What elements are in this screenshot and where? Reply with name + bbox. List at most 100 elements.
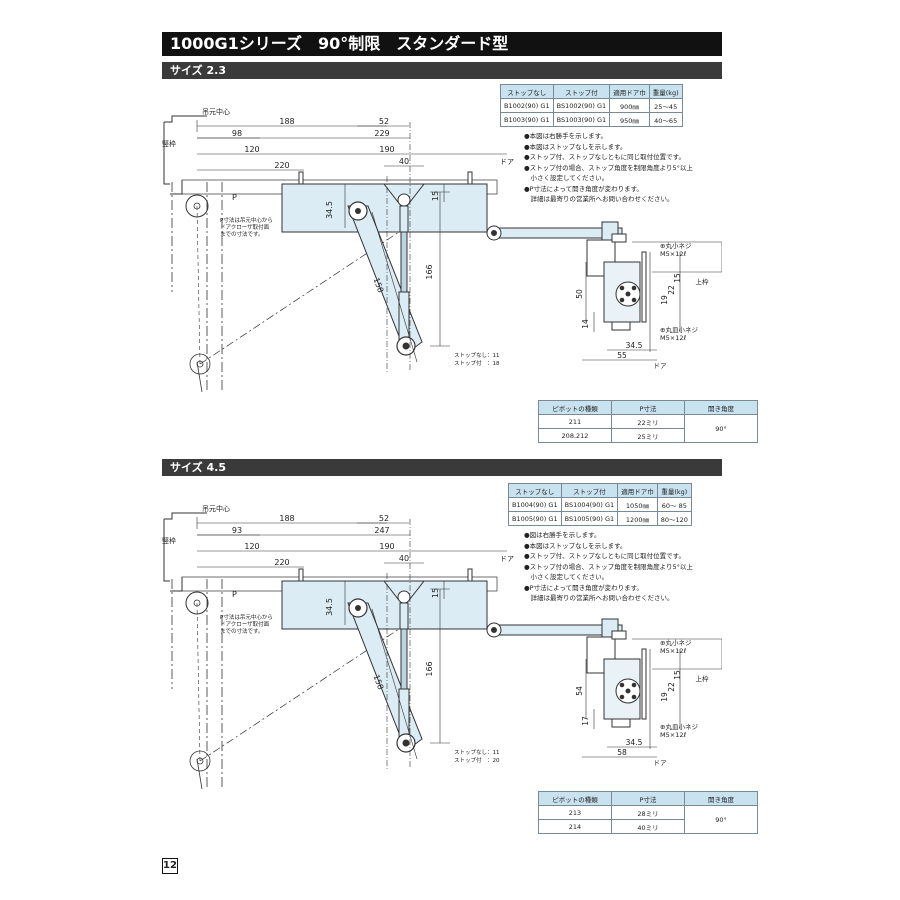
side-dim-width: 55 (617, 351, 627, 360)
open-angle-value: 90° (684, 414, 758, 443)
screw1-label-2: M5×12ℓ (660, 250, 686, 258)
col-open-angle: 開き角度 (684, 791, 758, 806)
dim-40: 40 (399, 554, 409, 563)
door-label: ドア (500, 158, 514, 166)
section-header: サイズ 2.3 (162, 62, 722, 79)
side-dim-width: 58 (617, 748, 627, 757)
col-with-stop: ストップ付 (560, 483, 619, 498)
col-no-stop: ストップなし (508, 483, 562, 498)
p-label: P (232, 193, 237, 202)
dim-52: 52 (379, 117, 389, 126)
mount-screws (298, 171, 473, 185)
p-note-3: までの寸法です。 (220, 230, 263, 238)
screw2-label-2: M5×12ℓ (660, 334, 686, 342)
dim-total: 247 (374, 526, 389, 535)
p-note-2: ドアクローザ取付面 (220, 223, 270, 231)
col-open-angle: 開き角度 (684, 400, 758, 415)
p-note-1: P寸法は吊元中心から (220, 613, 273, 621)
stop-with-label: ストップ付 ：18 (454, 359, 500, 367)
dim-52: 52 (379, 514, 389, 523)
p-note-2: ドアクローザ取付面 (220, 620, 270, 628)
p-label: P (232, 590, 237, 599)
closer-body (281, 580, 488, 630)
side-dim-34-5: 34.5 (626, 738, 643, 747)
col-p-dim: P寸法 (611, 400, 685, 415)
col-pivot-type: ピボットの種類 (538, 400, 612, 415)
dim-120: 120 (244, 145, 259, 154)
stop-none-label: ストップなし：11 (454, 352, 500, 359)
dim-total: 229 (374, 129, 389, 138)
side-dim-15: 15 (673, 273, 682, 283)
dim-offset: 93 (232, 526, 242, 535)
side-dim-22: 22 (667, 682, 676, 692)
col-weight: 重量(kg) (648, 84, 683, 99)
side-dim-19: 19 (660, 692, 669, 702)
dim-190: 190 (379, 542, 394, 551)
col-door-width: 適用ドア巾 (617, 483, 658, 498)
stop-with-label: ストップ付 ：20 (454, 756, 500, 764)
side-dim-22: 22 (667, 285, 676, 295)
hinge-center-label: 吊元中心 (202, 107, 230, 116)
diagram-labels: 吊元中心 竪枠 ドア P P寸法は吊元中心から ドアクローザ取付面 までの寸法で… (162, 504, 514, 764)
top-frame-label: 上枠 (696, 674, 710, 683)
dim-120: 120 (244, 542, 259, 551)
dim-offset: 98 (232, 129, 242, 138)
side-dim-height: 50 (575, 289, 584, 299)
frame-label: 竪枠 (162, 139, 176, 148)
dimension-lines (196, 517, 507, 769)
side-dim-lower: 17 (581, 716, 590, 726)
side-dim-height: 54 (575, 686, 584, 696)
dim-15: 15 (431, 588, 440, 598)
stop-none-label: ストップなし：11 (454, 749, 500, 756)
dim-220: 220 (274, 558, 289, 567)
screw1-label-1: ⊕丸小ネジ (660, 241, 692, 250)
door-label: ドア (500, 555, 514, 563)
col-no-stop: ストップなし (500, 84, 554, 99)
dim-188: 188 (279, 514, 294, 523)
dim-166: 166 (425, 661, 434, 676)
screw2-label-1: ⊕丸皿小ネジ (660, 325, 698, 334)
page-title: 1000G1シリーズ 90°制限 スタンダード型 (162, 32, 722, 56)
col-pivot-type: ピボットの種類 (538, 791, 612, 806)
hinge-center-label: 吊元中心 (202, 504, 230, 513)
spec-header-row: ストップなし ストップ付 適用ドア巾 重量(kg) (500, 84, 683, 99)
dim-15: 15 (431, 191, 440, 201)
connecting-rod (382, 580, 426, 753)
side-door-label: ドア (654, 362, 668, 370)
dim-188: 188 (279, 117, 294, 126)
top-frame-label: 上枠 (696, 277, 710, 286)
dimension-labels: 188 52 93 247 120 190 220 40 34.5 15 158… (232, 514, 440, 691)
screw2-label-2: M5×12ℓ (660, 731, 686, 739)
side-dim-lower: 14 (581, 319, 590, 329)
col-door-width: 適用ドア巾 (609, 84, 650, 99)
dim-166: 166 (425, 264, 434, 279)
col-p-dim: P寸法 (611, 791, 685, 806)
dim-190: 190 (379, 145, 394, 154)
dim-34-5: 34.5 (325, 201, 334, 219)
side-dim-34-5: 34.5 (626, 341, 643, 350)
closer-body (281, 183, 488, 233)
diagram-labels: 吊元中心 竪枠 ドア P P寸法は吊元中心から ドアクローザ取付面 までの寸法で… (162, 107, 514, 367)
arm-joint-upper-pin (355, 208, 361, 214)
installation-notes: ●図は右勝手を示します。●本図はストップなしを示します。●ストップ付、ストップな… (524, 531, 693, 602)
closer-installation-diagram: 188 52 98 229 120 190 220 40 34.5 15 158… (162, 107, 722, 393)
frame-label: 竪枠 (162, 536, 176, 545)
screw1-label-2: M5×12ℓ (660, 647, 686, 655)
dim-34-5: 34.5 (325, 598, 334, 616)
installation-notes: ●本図は右勝手を示します。●本図はストップなしを示します。●ストップ付、ストップ… (524, 132, 693, 203)
hinge-pivot (185, 591, 403, 772)
section-header: サイズ 4.5 (162, 459, 722, 476)
screw2-label-1: ⊕丸皿小ネジ (660, 722, 698, 731)
col-with-stop: ストップ付 (552, 84, 611, 99)
side-view: ⊕丸小ネジ M5×12ℓ 上枠 15 22 19 50 14 ⊕丸皿小ネジ M5… (486, 221, 722, 370)
